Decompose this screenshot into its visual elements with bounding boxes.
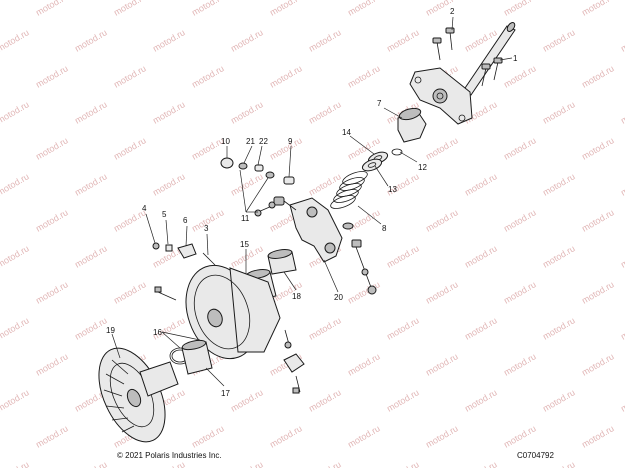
leader-lines [111, 16, 513, 387]
part-11-links [254, 201, 276, 217]
callout-20: 20 [334, 293, 343, 302]
callout-22: 22 [259, 137, 268, 146]
callout-18: 18 [292, 292, 301, 301]
part-5-spacer [165, 244, 173, 252]
part-18-roller [267, 249, 297, 275]
part-4-nut [152, 242, 160, 250]
copyright-text: © 2021 Polaris Industries Inc. [117, 451, 222, 460]
callout-17: 17 [221, 389, 230, 398]
callout-10: 10 [221, 137, 230, 146]
diagram-code: C0704792 [517, 451, 554, 460]
callout-8: 8 [382, 224, 387, 233]
callout-6: 6 [183, 216, 188, 225]
part-20-shift-arm [273, 196, 377, 295]
part-9-pin [283, 176, 295, 185]
part-2-bolts [432, 27, 503, 87]
part-spider-bracket [409, 67, 473, 125]
callout-16: 16 [153, 328, 162, 337]
callout-15: 15 [240, 240, 249, 249]
callout-19: 19 [106, 326, 115, 335]
callout-11: 11 [241, 214, 250, 223]
part-6-weight [177, 243, 197, 259]
callout-13: 13 [388, 185, 397, 194]
callout-7: 7 [377, 99, 382, 108]
callout-9: 9 [288, 137, 293, 146]
callout-14: 14 [342, 128, 351, 137]
callout-labels: 1 2 3 4 5 6 7 8 9 10 11 12 13 14 15 16 1… [106, 7, 518, 398]
part-14-washers [361, 151, 389, 172]
part-17-bushing [181, 339, 213, 375]
callout-5: 5 [162, 210, 167, 219]
part-small-clip [154, 286, 305, 394]
part-8-spring [330, 171, 368, 230]
callout-12: 12 [418, 163, 427, 172]
part-10-cap [220, 157, 234, 169]
part-1-long-bolt [462, 22, 516, 96]
callout-4: 4 [142, 204, 147, 213]
part-19-fixed-sheave [98, 347, 179, 443]
part-7-bushing [397, 107, 427, 143]
part-12-ring [391, 148, 403, 156]
callout-21: 21 [246, 137, 255, 146]
part-3-pin [202, 252, 216, 266]
callout-2: 2 [450, 7, 455, 16]
part-moveable-sheave [185, 264, 281, 360]
callout-1: 1 [513, 54, 518, 63]
callout-3: 3 [204, 224, 209, 233]
part-21-22-pins [238, 162, 275, 179]
